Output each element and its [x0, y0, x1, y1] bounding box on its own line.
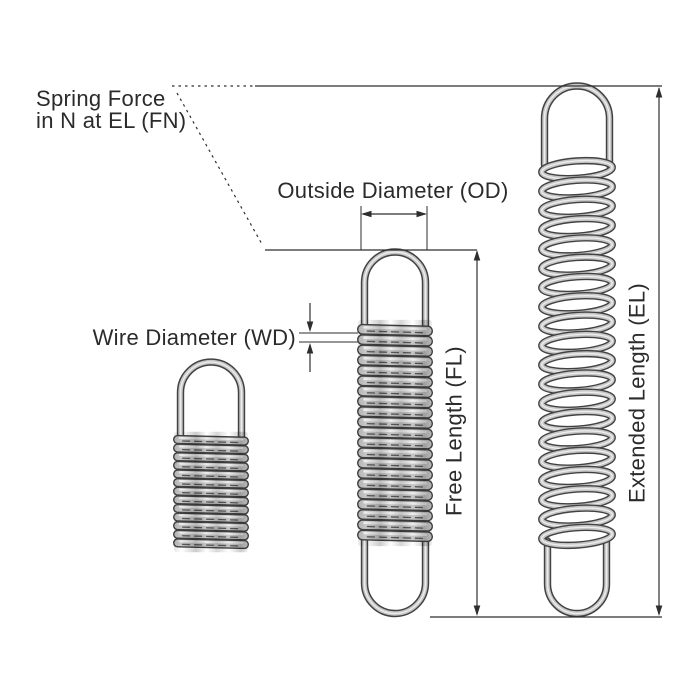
el-arrow-top	[655, 87, 663, 98]
od-arrow-left	[361, 210, 372, 218]
spring-compressed-top-hook	[176, 358, 246, 445]
el-arrow-bottom	[655, 605, 663, 616]
fl-arrow-bottom	[473, 605, 481, 616]
springs-layer	[173, 82, 616, 618]
spring-extended-top-hook	[540, 82, 614, 169]
spring-extended-coils	[538, 156, 616, 550]
spring-compressed	[173, 358, 249, 553]
dimension-lines-layer	[172, 85, 663, 618]
wd-arrow-up	[306, 343, 314, 354]
spring-force-label-line2: in N at EL (FN)	[36, 108, 186, 133]
extended-length-label: Extended Length (EL)	[625, 283, 650, 503]
spring-free-length-bottom-hook	[360, 532, 430, 618]
spring-force-label-line1: Spring Force	[36, 86, 166, 111]
spring-extended-bottom-hook	[543, 537, 611, 618]
wire-diameter-label: Wire Diameter (WD)	[93, 325, 296, 350]
labels-layer: Spring Force in N at EL (FN) Outside Dia…	[36, 86, 650, 516]
spring-extended	[538, 82, 616, 618]
free-length-label: Free Length (FL)	[442, 346, 467, 516]
spring-free-length	[357, 248, 433, 618]
wd-arrow-down	[306, 321, 314, 332]
outside-diameter-label: Outside Diameter (OD)	[277, 178, 508, 203]
spring-free-length-top-hook	[360, 248, 430, 334]
fl-arrow-top	[473, 250, 481, 261]
fn-leader-dashed-diagonal	[176, 92, 264, 247]
od-arrow-right	[416, 210, 427, 218]
